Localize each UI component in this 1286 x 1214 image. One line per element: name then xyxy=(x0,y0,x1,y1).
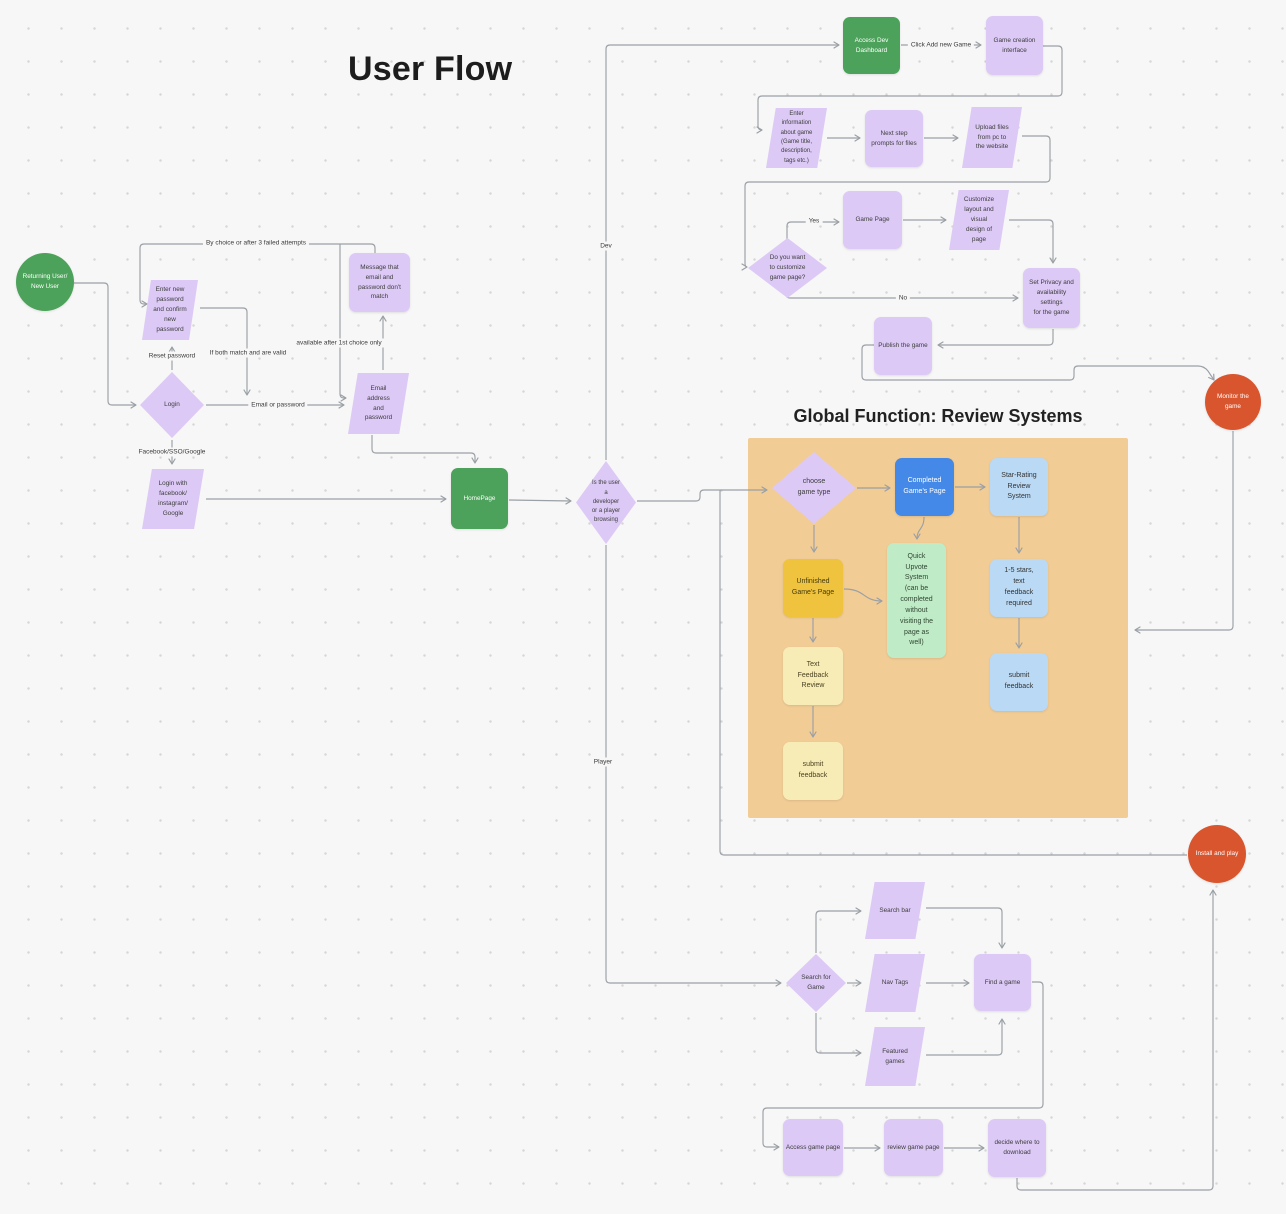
edge-label-player: Player xyxy=(590,757,616,767)
node-submit-feedback-star[interactable]: submit feedback xyxy=(990,653,1048,711)
node-access-dev-dashboard[interactable]: Access Dev Dashboard xyxy=(843,17,900,74)
node-review-game-page[interactable]: review game page xyxy=(884,1119,943,1176)
edge-label-reset-password: Reset password xyxy=(145,351,199,361)
node-nav-tags[interactable]: Nav Tags xyxy=(865,954,925,1012)
edge-label-yes: Yes xyxy=(805,216,823,226)
node-install-and-play[interactable]: Install and play xyxy=(1188,825,1246,883)
edge-label-by-choice: By choice or after 3 failed attempts xyxy=(202,238,310,248)
node-email-address-password[interactable]: Email address and password xyxy=(348,373,409,434)
node-publish-game[interactable]: Publish the game xyxy=(874,317,932,375)
connector-search-searchbar xyxy=(815,907,862,953)
connector-start-login xyxy=(74,282,137,409)
connector-usertype-dev xyxy=(605,41,840,460)
review-systems-panel-title: Global Function: Review Systems xyxy=(793,406,1083,426)
connector-monitor-panel xyxy=(1134,431,1234,634)
connector-email-homepage xyxy=(371,435,479,464)
edge-label-no: No xyxy=(895,293,911,303)
connector-upload-customizeq xyxy=(741,135,1051,271)
node-login-facebook[interactable]: Login with facebook/ instagram/ Google xyxy=(142,469,204,529)
edge-label-email-or-password: Email or password xyxy=(248,400,308,410)
node-completed-games-page[interactable]: Completed Game's Page xyxy=(895,458,954,516)
node-upload-files[interactable]: Upload files from pc to the website xyxy=(962,107,1022,168)
node-text-feedback-review[interactable]: Text Feedback Review xyxy=(783,647,843,705)
node-search-bar[interactable]: Search bar xyxy=(865,882,925,939)
node-monitor-game[interactable]: Monitor the game xyxy=(1205,374,1261,430)
connector-completed-upvote xyxy=(913,516,925,540)
node-customize-layout[interactable]: Customize layout and visual design of pa… xyxy=(949,190,1009,250)
node-stars-text-feedback[interactable]: 1-5 stars, text feedback required xyxy=(990,559,1048,617)
node-set-privacy[interactable]: Set Privacy and availability settings fo… xyxy=(1023,268,1080,328)
node-enter-game-info[interactable]: Enter information about game (Game title… xyxy=(766,108,827,168)
edge-label-dev: Dev xyxy=(597,241,615,251)
connector-usertype-install xyxy=(719,490,1187,856)
node-message-no-match[interactable]: Message that email and password don't ma… xyxy=(349,253,410,312)
connector-customize-setprivacy xyxy=(1009,219,1057,264)
connector-decide-install xyxy=(1016,889,1217,1191)
node-homepage[interactable]: HomePage xyxy=(451,468,508,529)
connector-publish-monitor xyxy=(861,344,1215,381)
node-returning-user[interactable]: Returning User/ New User xyxy=(16,253,74,311)
connector-yes-gamepage xyxy=(786,218,840,239)
edge-label-click-add-new-game: Click Add new Game xyxy=(907,40,975,50)
node-quick-upvote-system[interactable]: Quick Upvote System (can be completed wi… xyxy=(887,543,946,658)
connector-usertype-choose xyxy=(637,486,768,502)
connector-setprivacy-publish xyxy=(937,329,1054,349)
node-next-step-prompts[interactable]: Next step prompts for files xyxy=(865,110,923,167)
page-title: User Flow xyxy=(348,50,513,88)
node-submit-feedback-text[interactable]: submit feedback xyxy=(783,742,843,800)
connector-message-bychoice-enterpw xyxy=(139,243,376,308)
connector-player-search xyxy=(605,545,782,987)
connector-searchbar-find xyxy=(926,907,1006,949)
connector-ifmatch-down xyxy=(200,307,251,396)
connector-featured-find xyxy=(926,1018,1006,1056)
node-featured-games[interactable]: Featured games xyxy=(865,1027,925,1086)
node-game-page[interactable]: Game Page xyxy=(843,191,902,249)
node-enter-new-password[interactable]: Enter new password and confirm new passw… xyxy=(142,280,198,340)
edge-label-if-both-match: If both match and are valid xyxy=(206,348,290,358)
connector-search-featured xyxy=(815,1013,862,1057)
node-find-a-game[interactable]: Find a game xyxy=(974,954,1031,1011)
node-decide-download[interactable]: decide where to download xyxy=(988,1119,1046,1177)
node-access-game-page[interactable]: Access game page xyxy=(783,1119,843,1176)
connector-gamecreation-enterinfo xyxy=(756,45,1063,134)
connector-unfinished-upvote xyxy=(843,588,883,605)
edge-label-available-after: available after 1st choice only xyxy=(293,338,385,348)
connector-find-accessgame xyxy=(762,981,1044,1151)
node-unfinished-games-page[interactable]: Unfinished Game's Page xyxy=(783,559,843,617)
edge-label-facebook-sso: Facebook/SSO/Google xyxy=(135,447,209,457)
connector-homepage-usertype xyxy=(508,497,572,505)
connector-available-email xyxy=(339,244,347,402)
node-game-creation-interface[interactable]: Game creation interface xyxy=(986,16,1043,75)
node-star-rating-system[interactable]: Star-Rating Review System xyxy=(990,458,1048,516)
